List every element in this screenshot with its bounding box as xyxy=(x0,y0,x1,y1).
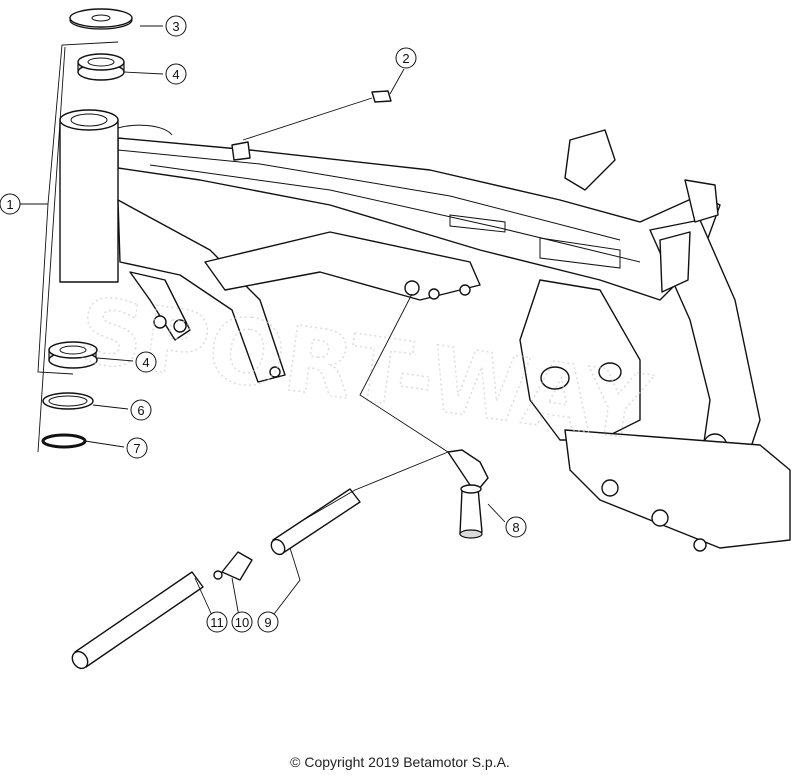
callout-3[interactable]: 3 xyxy=(165,15,187,37)
callout-6[interactable]: 6 xyxy=(130,399,152,421)
svg-text:7: 7 xyxy=(133,441,140,456)
svg-text:9: 9 xyxy=(264,615,271,630)
svg-text:4: 4 xyxy=(172,67,179,82)
callout-4-bottom[interactable]: 4 xyxy=(135,351,157,373)
bearing-bottom xyxy=(48,341,98,369)
callout-10[interactable]: 10 xyxy=(231,611,253,633)
dust-cap-top xyxy=(69,8,133,30)
o-ring xyxy=(41,433,87,449)
callout-11[interactable]: 11 xyxy=(206,611,228,633)
svg-text:2: 2 xyxy=(402,51,409,66)
callout-1[interactable]: 1 xyxy=(0,193,21,215)
seal-ring xyxy=(42,392,94,410)
clip-nut xyxy=(371,90,392,103)
svg-text:8: 8 xyxy=(512,520,519,535)
svg-text:3: 3 xyxy=(172,19,179,34)
bearing-top xyxy=(77,53,125,81)
svg-text:1: 1 xyxy=(6,197,13,212)
hose-long xyxy=(71,571,204,670)
svg-text:6: 6 xyxy=(137,403,144,418)
svg-text:11: 11 xyxy=(210,615,224,630)
callout-2[interactable]: 2 xyxy=(395,47,417,69)
copyright-footer: © Copyright 2019 Betamotor S.p.A. xyxy=(290,754,510,770)
breather-valve xyxy=(447,449,489,539)
callout-8[interactable]: 8 xyxy=(505,516,527,538)
leader-lines xyxy=(19,25,506,623)
svg-text:4: 4 xyxy=(142,355,149,370)
callout-9[interactable]: 9 xyxy=(257,611,279,633)
callout-7[interactable]: 7 xyxy=(126,437,148,459)
hose-short xyxy=(270,488,361,556)
hose-connector xyxy=(213,551,253,581)
frame-assembly xyxy=(59,109,791,552)
svg-text:10: 10 xyxy=(235,615,249,630)
callout-4-top[interactable]: 4 xyxy=(165,63,187,85)
